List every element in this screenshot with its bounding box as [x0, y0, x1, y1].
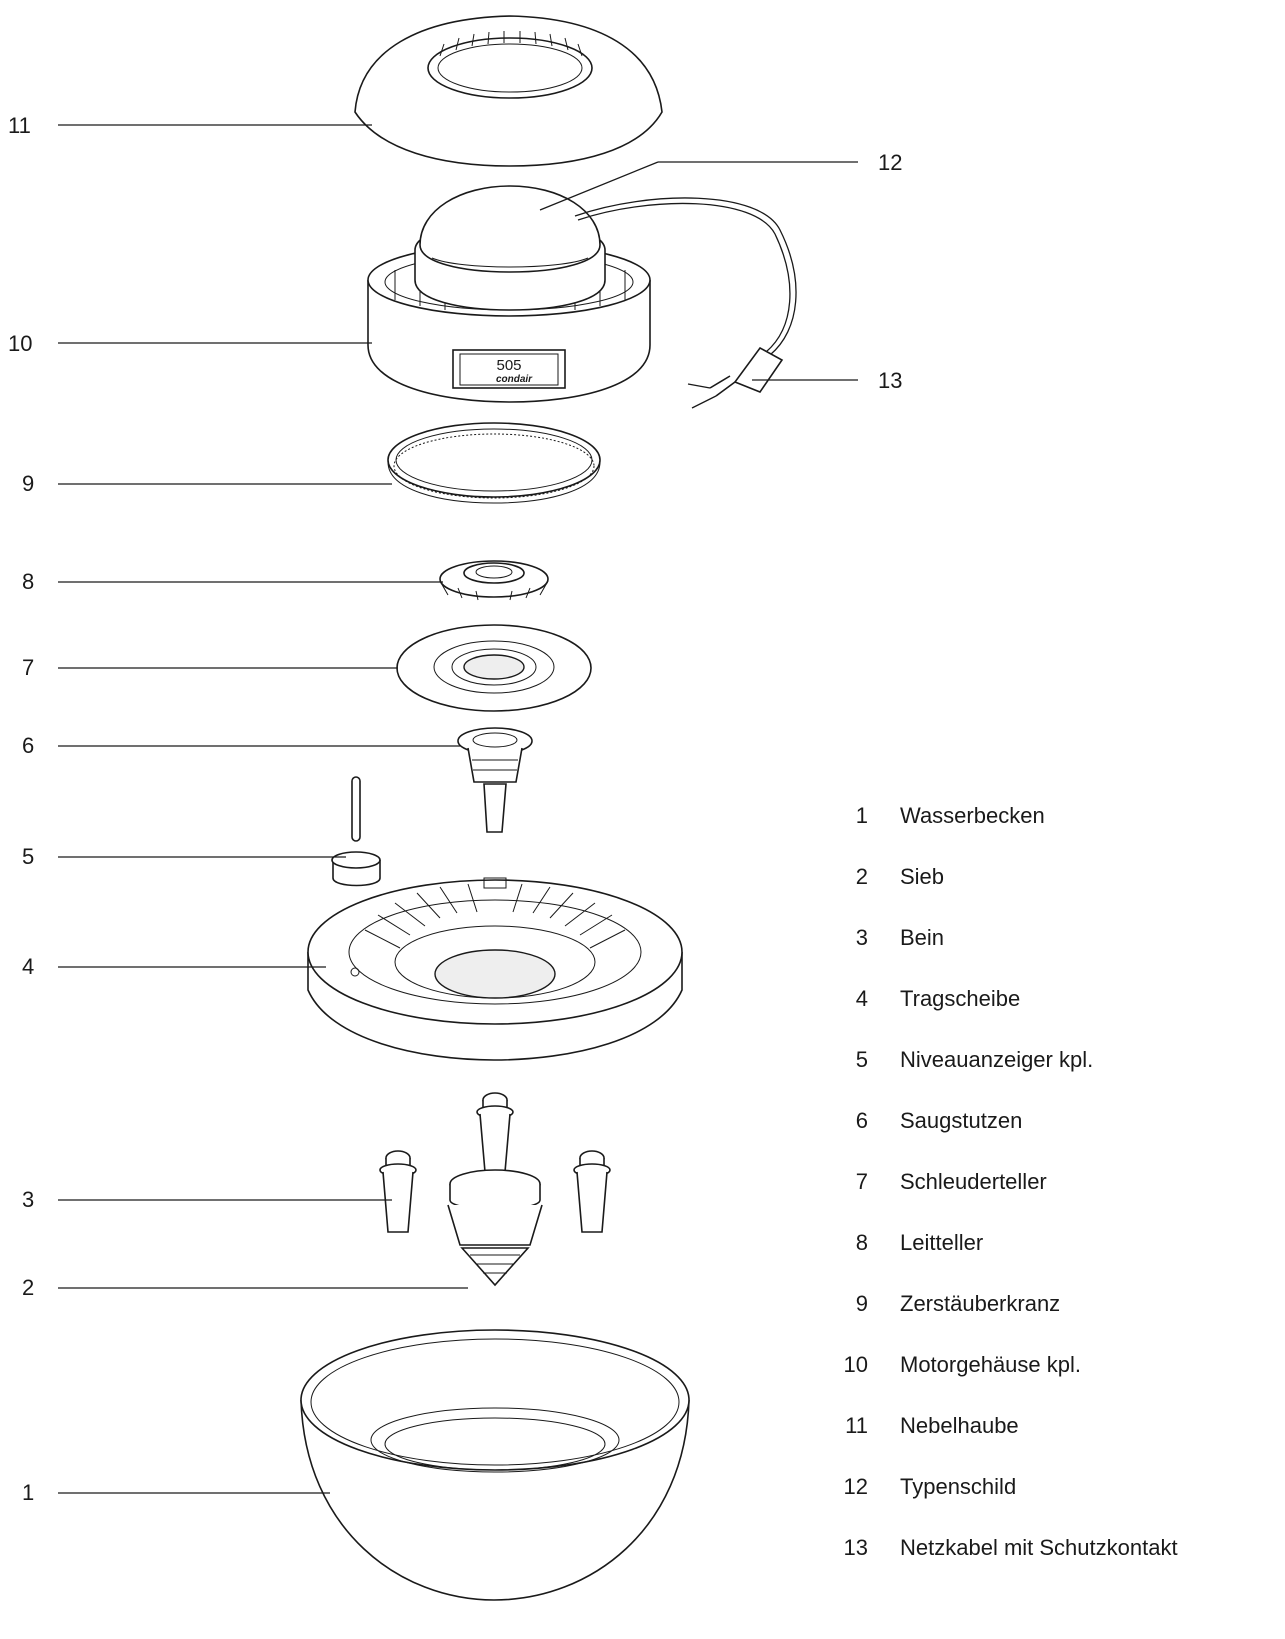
legend-item: 7 Schleuderteller — [856, 1169, 1047, 1194]
svg-text:5: 5 — [856, 1047, 868, 1072]
svg-text:6: 6 — [22, 733, 34, 758]
part-2-strainer — [447, 1169, 543, 1287]
legend-item: 2 Sieb — [856, 864, 944, 889]
legend-item: 12 Typenschild — [844, 1474, 1017, 1499]
svg-text:7: 7 — [856, 1169, 868, 1194]
parts-legend: 1 Wasserbecken 2 Sieb 3 Bein 4 Tragscheibe 5… — [844, 803, 1178, 1560]
svg-text:9: 9 — [856, 1291, 868, 1316]
legend-item: 5 Niveauanzeiger kpl. — [856, 1047, 1093, 1072]
legend-item: 6 Saugstutzen — [856, 1108, 1023, 1133]
svg-text:8: 8 — [22, 569, 34, 594]
svg-text:13: 13 — [844, 1535, 868, 1560]
part-3-legs — [379, 1092, 611, 1233]
svg-text:Saugstutzen: Saugstutzen — [900, 1108, 1022, 1133]
nameplate: 505 condair — [452, 349, 566, 389]
callout-9: 9 — [22, 471, 392, 496]
svg-text:Typenschild: Typenschild — [900, 1474, 1016, 1499]
legend-item: 8 Leitteller — [856, 1230, 983, 1255]
svg-text:12: 12 — [844, 1474, 868, 1499]
svg-text:Niveauanzeiger kpl.: Niveauanzeiger kpl. — [900, 1047, 1093, 1072]
part-11-mist-hood — [354, 15, 663, 167]
leg-left — [379, 1150, 417, 1233]
legend-item: 3 Bein — [856, 925, 944, 950]
legend-item: 1 Wasserbecken — [856, 803, 1045, 828]
svg-text:13: 13 — [878, 368, 902, 393]
svg-text:12: 12 — [878, 150, 902, 175]
svg-text:Bein: Bein — [900, 925, 944, 950]
svg-text:Leitteller: Leitteller — [900, 1230, 983, 1255]
part-10-motor-housing: 505 condair — [367, 185, 797, 409]
svg-text:3: 3 — [856, 925, 868, 950]
callouts-right: 12 13 — [539, 150, 902, 393]
callout-13: 13 — [752, 368, 902, 393]
svg-text:Wasserbecken: Wasserbecken — [900, 803, 1045, 828]
part-5-level-indicator — [331, 776, 381, 887]
svg-text:7: 7 — [22, 655, 34, 680]
svg-text:10: 10 — [8, 331, 32, 356]
leg-center — [476, 1092, 514, 1173]
legend-item: 13 Netzkabel mit Schutzkontakt — [844, 1535, 1178, 1560]
svg-text:Sieb: Sieb — [900, 864, 944, 889]
legend-item: 4 Tragscheibe — [856, 986, 1021, 1011]
callout-8: 8 — [22, 569, 443, 594]
svg-text:9: 9 — [22, 471, 34, 496]
svg-text:11: 11 — [845, 1413, 868, 1438]
svg-text:5: 5 — [22, 844, 34, 869]
legend-item: 9 Zerstäuberkranz — [856, 1291, 1060, 1316]
svg-text:2: 2 — [856, 864, 868, 889]
part-6-suction-nozzle — [457, 727, 533, 833]
part-8-guide-plate — [439, 560, 549, 601]
callout-4: 4 — [22, 954, 326, 979]
part-9-atomizer-ring — [387, 422, 601, 504]
callout-3: 3 — [22, 1187, 392, 1212]
svg-text:11: 11 — [8, 113, 31, 138]
svg-text:Nebelhaube: Nebelhaube — [900, 1413, 1019, 1438]
callout-7: 7 — [22, 655, 398, 680]
legend-item: 10 Motorgehäuse kpl. — [844, 1352, 1081, 1377]
svg-text:10: 10 — [844, 1352, 868, 1377]
svg-text:8: 8 — [856, 1230, 868, 1255]
callout-11: 11 — [8, 113, 372, 138]
svg-text:1: 1 — [22, 1480, 34, 1505]
part-4-support-disc — [307, 877, 683, 1061]
part-7-centrifugal-plate — [396, 624, 592, 712]
leg-right — [573, 1150, 611, 1233]
svg-text:Tragscheibe: Tragscheibe — [900, 986, 1020, 1011]
callout-5: 5 — [22, 844, 346, 869]
callout-2: 2 — [22, 1275, 468, 1300]
svg-text:6: 6 — [856, 1108, 868, 1133]
svg-text:Schleuderteller: Schleuderteller — [900, 1169, 1047, 1194]
svg-text:1: 1 — [856, 803, 868, 828]
svg-text:Zerstäuberkranz: Zerstäuberkranz — [900, 1291, 1060, 1316]
legend-item: 11 Nebelhaube — [845, 1413, 1019, 1438]
svg-text:4: 4 — [22, 954, 34, 979]
svg-text:4: 4 — [856, 986, 868, 1011]
callout-10: 10 — [8, 331, 372, 356]
callout-6: 6 — [22, 733, 460, 758]
svg-text:Netzkabel mit Schutzkontakt: Netzkabel mit Schutzkontakt — [900, 1535, 1178, 1560]
callouts-left: 11 10 9 8 7 6 5 4 3 2 1 — [8, 113, 468, 1505]
nameplate-brand: condair — [496, 374, 533, 385]
part-1-water-basin — [300, 1329, 690, 1601]
nameplate-model: 505 — [496, 357, 521, 374]
callout-1: 1 — [22, 1480, 330, 1505]
svg-text:Motorgehäuse kpl.: Motorgehäuse kpl. — [900, 1352, 1081, 1377]
callout-12: 12 — [539, 150, 902, 211]
svg-text:2: 2 — [22, 1275, 34, 1300]
svg-text:3: 3 — [22, 1187, 34, 1212]
